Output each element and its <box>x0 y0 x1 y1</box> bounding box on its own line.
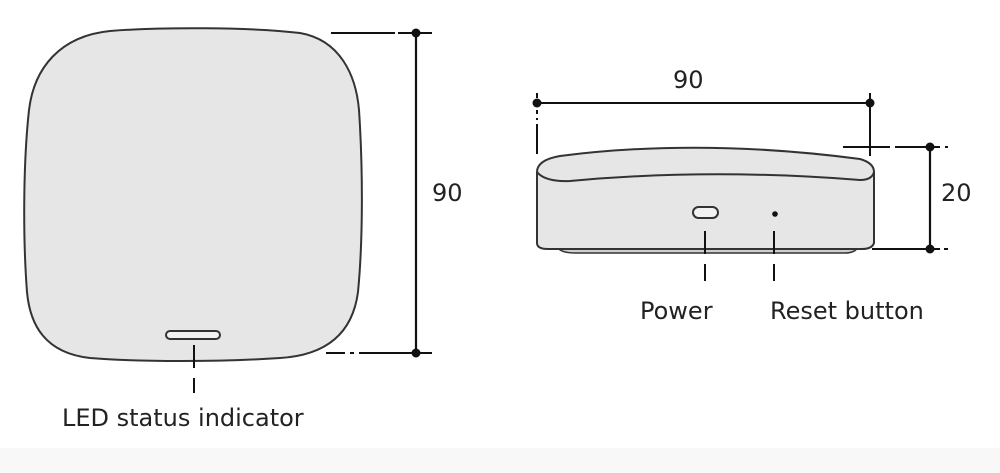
power-label: Power <box>640 297 713 325</box>
side-height-dimension: 20 <box>843 142 972 254</box>
front-device-body <box>23 27 363 362</box>
side-view: Power Reset button 90 20 <box>532 66 972 325</box>
reset-button-icon <box>772 211 778 217</box>
led-status-indicator-label: LED status indicator <box>62 404 304 432</box>
power-port-icon <box>692 206 719 219</box>
front-height-value: 90 <box>432 179 463 207</box>
front-height-dimension: 90 <box>326 28 463 358</box>
led-status-indicator-icon <box>165 330 221 340</box>
front-view: LED status indicator 90 <box>23 27 463 432</box>
reset-button-label: Reset button <box>770 297 924 325</box>
bottom-band <box>0 448 1000 473</box>
side-width-dimension: 90 <box>532 66 875 156</box>
side-height-value: 20 <box>941 179 972 207</box>
side-width-value: 90 <box>673 66 704 94</box>
side-device-body <box>536 146 875 250</box>
